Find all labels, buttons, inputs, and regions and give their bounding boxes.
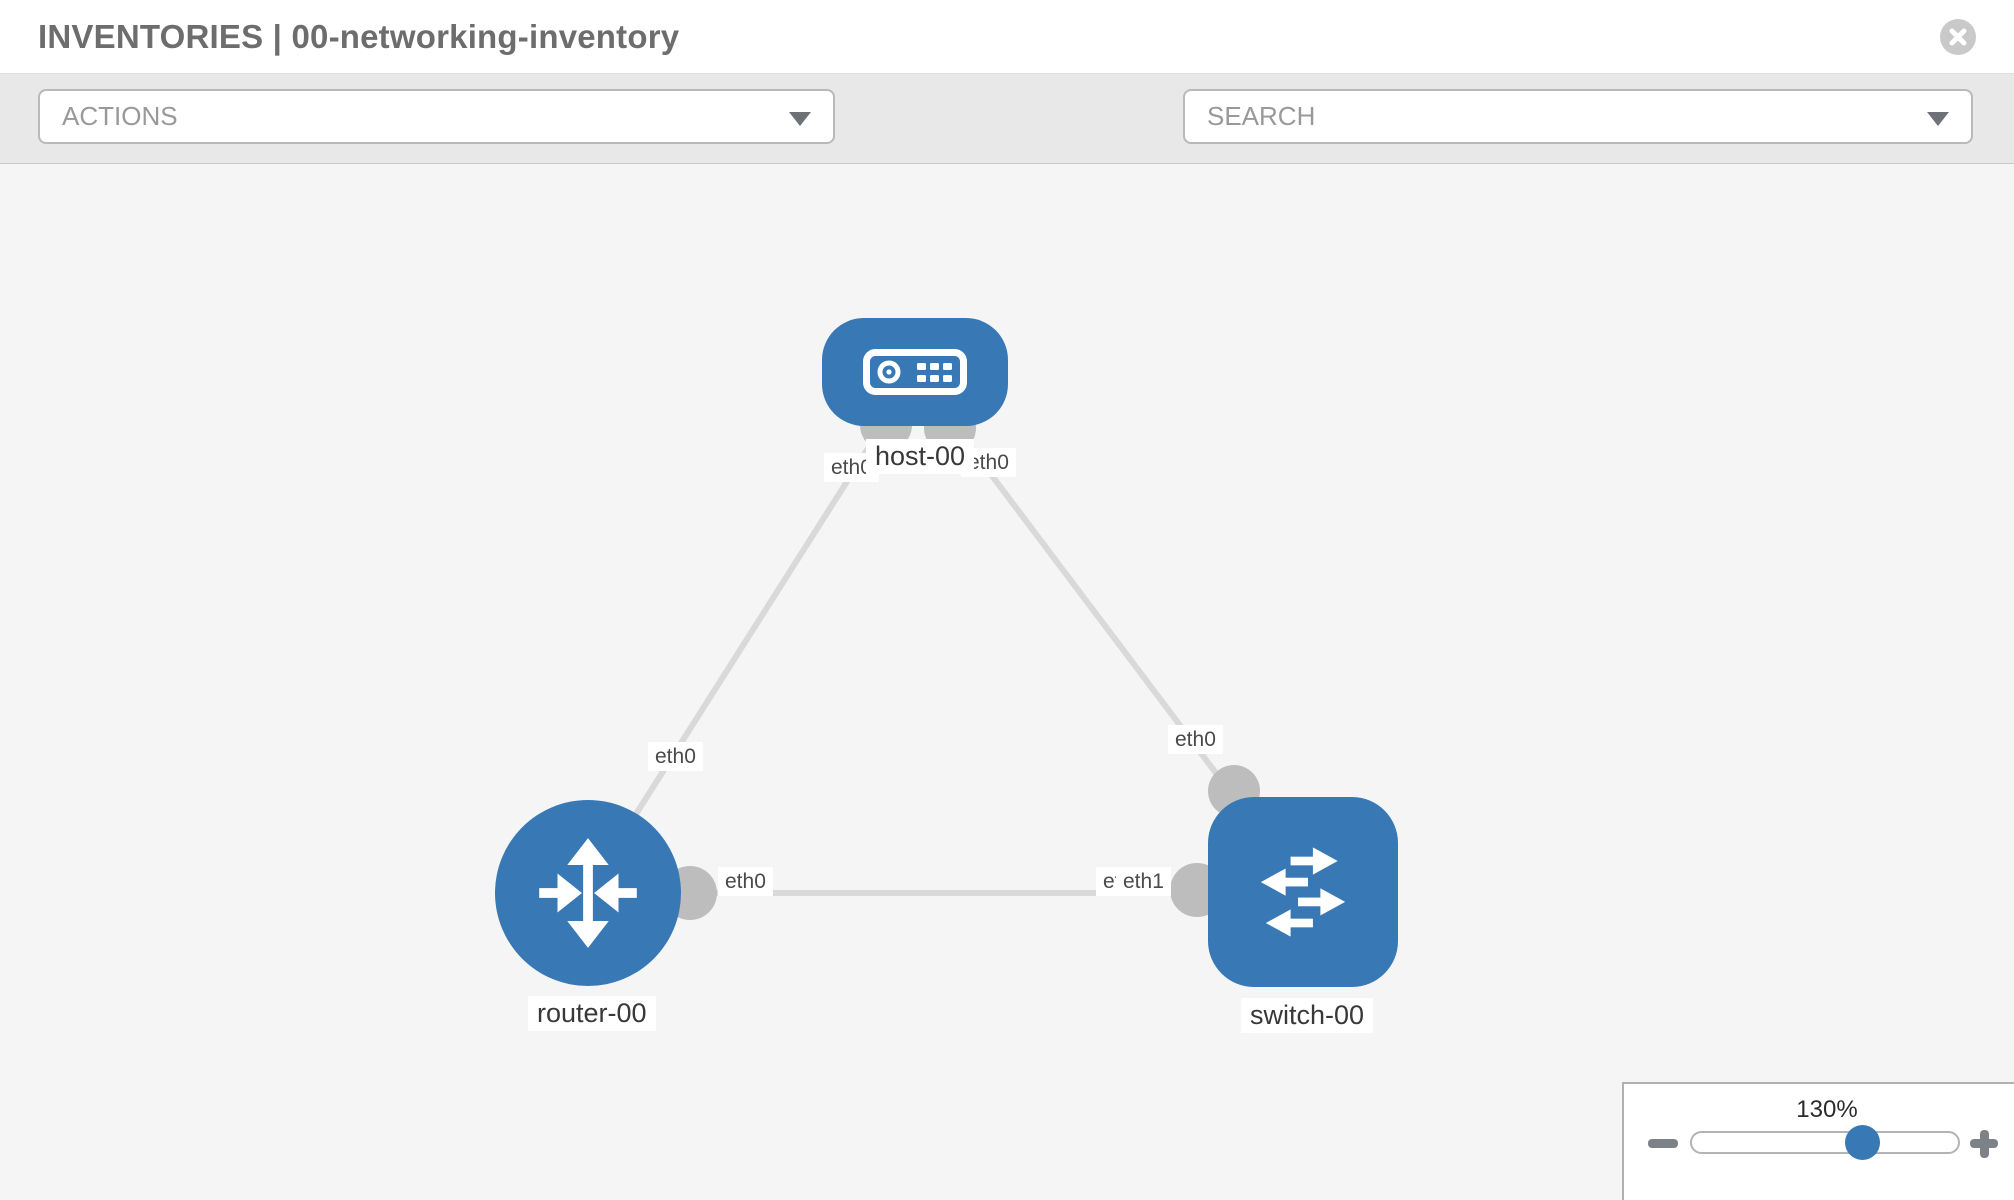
node-host[interactable] — [822, 318, 1008, 426]
links-layer — [607, 399, 1260, 920]
close-icon[interactable] — [1940, 19, 1976, 55]
zoom-out-icon[interactable] — [1648, 1139, 1678, 1148]
topology-canvas[interactable]: host-00 router-00 switch-00 eth0 eth0 et… — [0, 165, 2014, 1200]
chevron-down-icon — [789, 112, 811, 126]
zoom-slider-handle[interactable] — [1845, 1125, 1880, 1160]
node-label-switch: switch-00 — [1241, 998, 1374, 1034]
zoom-in-icon[interactable] — [1979, 1129, 1989, 1158]
interface-label: eth0 — [1168, 725, 1223, 755]
search-dropdown[interactable]: SEARCH — [1183, 89, 1973, 144]
node-label-router: router-00 — [528, 996, 656, 1032]
toolbar: ACTIONS SEARC — [0, 73, 2014, 203]
zoom-slider-track[interactable] — [1690, 1131, 1960, 1154]
actions-dropdown-label: ACTIONS — [62, 101, 178, 131]
interface-label: eth0 — [648, 742, 703, 772]
link-host-router — [607, 418, 889, 857]
actions-dropdown[interactable]: ACTIONS — [38, 89, 835, 144]
zoom-level-value: 130% — [1796, 1096, 1858, 1123]
chevron-down-icon — [1927, 112, 1949, 126]
node-switch[interactable] — [1208, 797, 1398, 987]
interface-label: eth0 — [718, 867, 773, 897]
interface-label: eth1 — [1116, 867, 1171, 897]
header: INVENTORIES | 00-networking-inventory — [0, 0, 2014, 73]
zoom-control-panel: 130% — [1622, 1082, 2014, 1200]
host-icon — [863, 349, 967, 395]
node-label-host: host-00 — [866, 439, 975, 475]
switch-icon — [1260, 847, 1346, 937]
node-router[interactable] — [495, 800, 681, 986]
search-dropdown-label: SEARCH — [1207, 101, 1316, 131]
router-icon — [539, 838, 637, 948]
close-x-glyph — [1949, 28, 1967, 46]
page-title: INVENTORIES | 00-networking-inventory — [38, 17, 680, 55]
